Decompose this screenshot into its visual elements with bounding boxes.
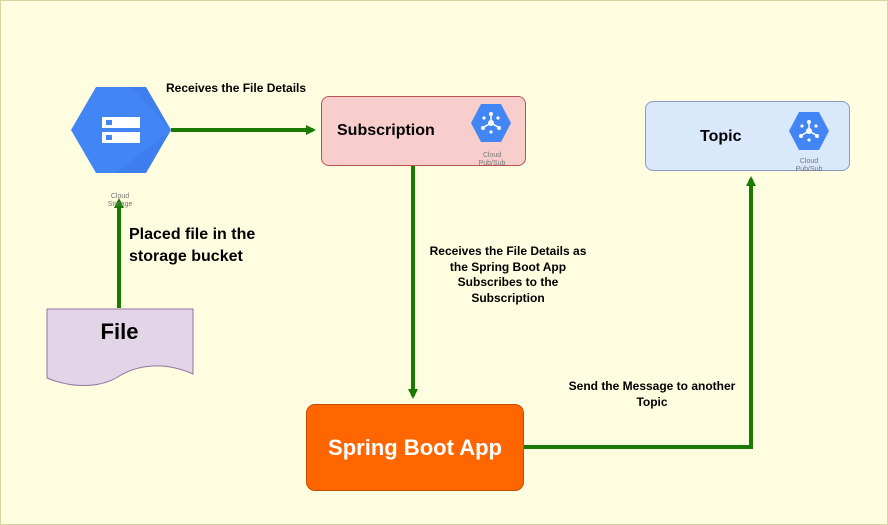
arrow-spring-to-topic: [524, 176, 756, 449]
subscription-title: Subscription: [337, 122, 435, 139]
send-line2: Topic: [636, 394, 668, 409]
storage-caption-line2: Storage: [107, 201, 133, 208]
send-line1: Send the Message to another: [568, 379, 736, 393]
topic-title: Topic: [700, 128, 742, 145]
pubsub-caption-line1: Cloud: [799, 158, 819, 165]
edge-label-receives: Receives the File Details: [166, 81, 307, 95]
pubsub-caption-line2: Pub/Sub: [478, 160, 506, 167]
pubsub-caption-line2: Pub/Sub: [795, 166, 823, 173]
file-node[interactable]: [46, 308, 194, 388]
pubsub-caption-line1: Cloud: [482, 152, 502, 159]
spring-boot-app-node[interactable]: Spring Boot App: [306, 404, 524, 491]
placed-file-line1: Placed file in the: [129, 226, 256, 243]
cloud-pubsub-icon: [789, 112, 829, 150]
spring-boot-app-title: Spring Boot App: [328, 434, 502, 460]
subscribes-line1: Receives the File Details as: [429, 244, 587, 258]
edge-label-subscribes: Receives the File Details as the Spring …: [419, 244, 597, 306]
storage-caption-line1: Cloud: [110, 193, 130, 200]
pubsub-caption: Cloud Pub/Sub: [474, 152, 510, 168]
subscription-node[interactable]: Subscription Cloud Pub/Sub: [321, 96, 526, 168]
subscribes-line4: Subscription: [471, 290, 545, 305]
cloud-storage-icon: [71, 87, 171, 173]
storage-caption: Cloud Storage: [105, 193, 135, 209]
edge-label-placed-file: Placed file in the storage bucket: [129, 224, 255, 268]
topic-node[interactable]: Topic Cloud Pub/Sub: [645, 101, 850, 174]
subscribes-line3: Subscribes to the: [457, 275, 559, 289]
edge-label-send-message: Send the Message to another Topic: [554, 379, 750, 410]
file-title: File: [100, 319, 139, 344]
pubsub-caption: Cloud Pub/Sub: [791, 158, 827, 174]
subscribes-line2: the Spring Boot App: [449, 259, 567, 274]
cloud-pubsub-icon: [471, 104, 511, 142]
placed-file-line2: storage bucket: [129, 248, 243, 265]
